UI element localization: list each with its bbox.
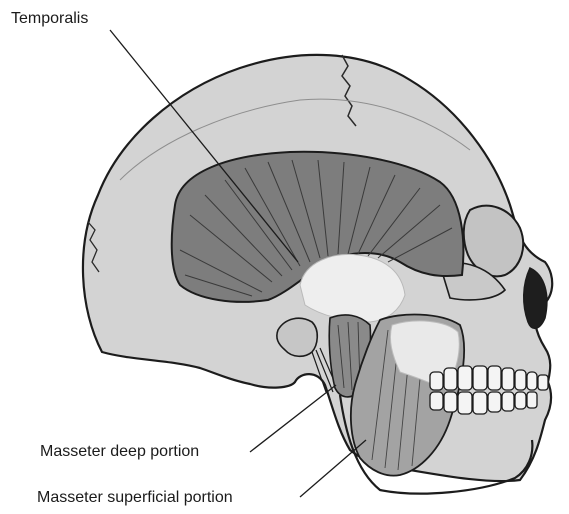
leader-line-masseter-deep [250, 385, 336, 452]
label-masseter-superficial-portion: Masseter superficial portion [37, 490, 233, 506]
leader-line-masseter-superficial [300, 440, 366, 497]
label-temporalis: Temporalis [11, 11, 88, 27]
label-masseter-deep-portion: Masseter deep portion [40, 444, 199, 460]
